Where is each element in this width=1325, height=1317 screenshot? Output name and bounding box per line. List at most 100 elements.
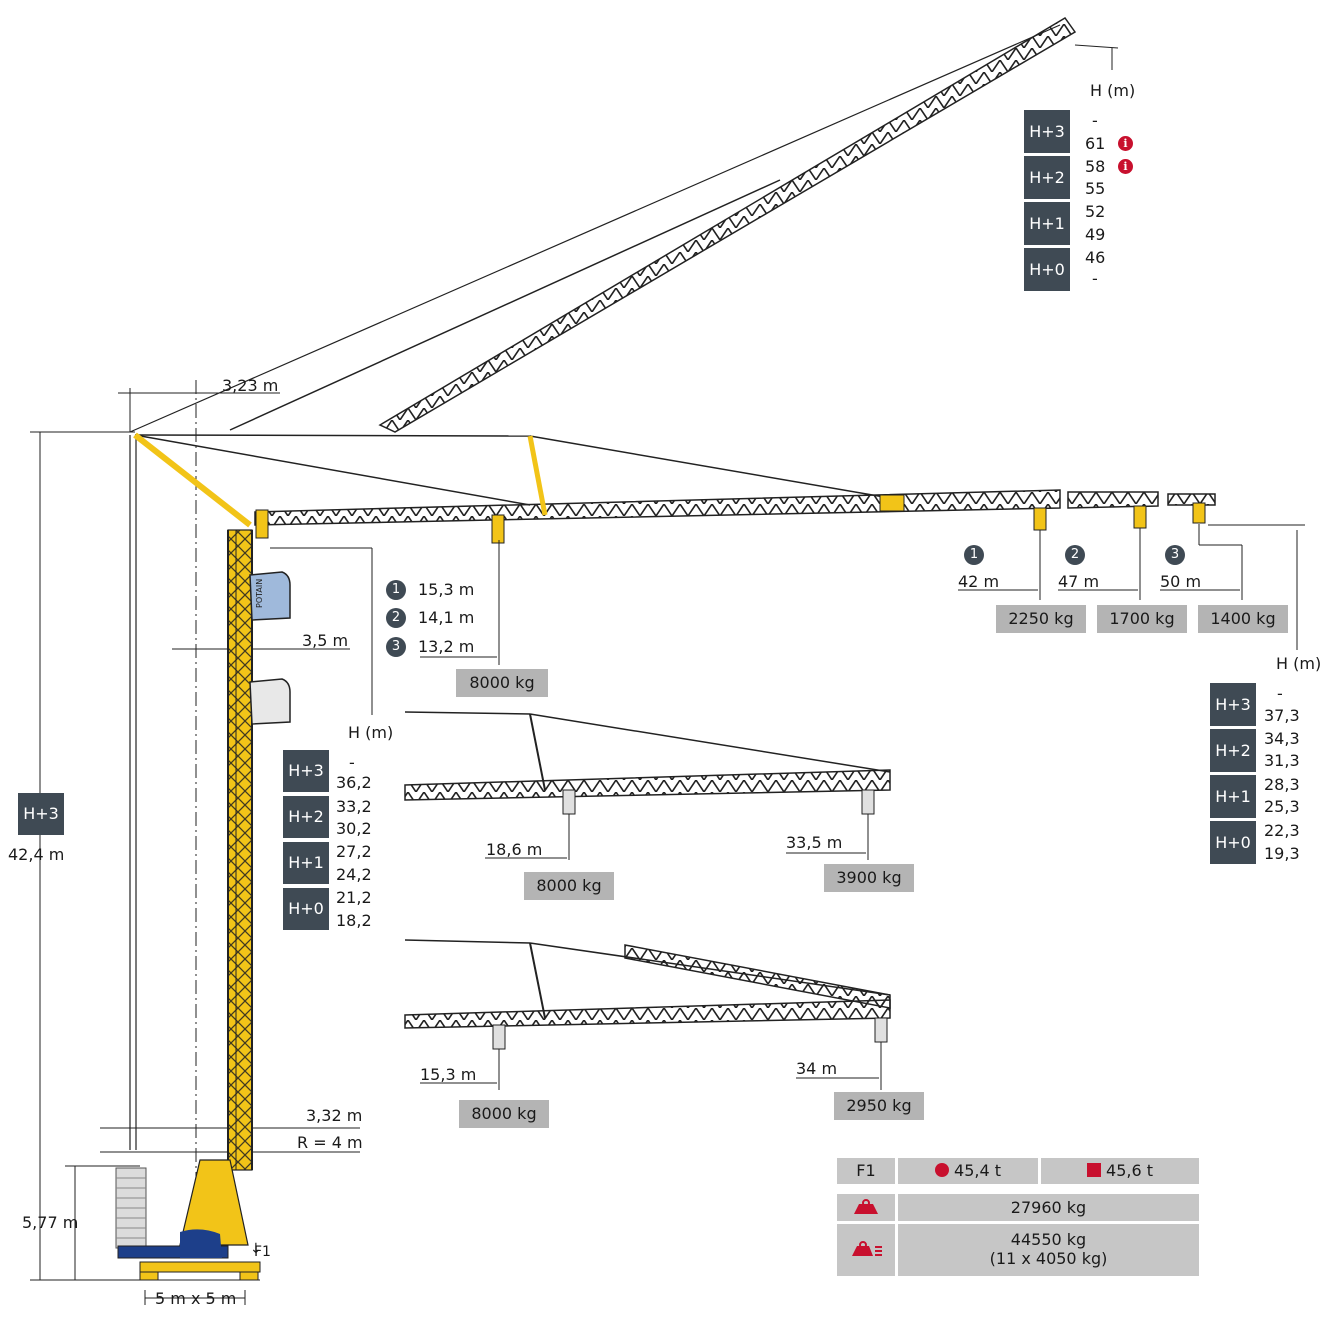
- ballast-cell: 44550 kg (11 x 4050 kg): [898, 1224, 1199, 1276]
- radius-inner-label: 3,32 m: [306, 1106, 363, 1125]
- short-jib: [404, 711, 891, 860]
- horizontal-group-label: H+2: [1210, 729, 1256, 772]
- cab-lower: [249, 678, 291, 725]
- horizontal-group-label: H+0: [1210, 821, 1256, 864]
- tower-heights-header: H (m): [348, 723, 394, 742]
- luffed-group-label: H+0: [1024, 248, 1070, 291]
- tower-group-label: H+2: [283, 796, 329, 838]
- luffed-height-value: -: [1092, 111, 1098, 130]
- luffed-group-label: H+1: [1024, 202, 1070, 245]
- tip-radius-value: 47 m: [1058, 572, 1100, 591]
- radius-leaders: [420, 524, 1305, 1084]
- tip-radius-value: 50 m: [1160, 572, 1202, 591]
- tower-mast: [227, 529, 253, 1171]
- main-jib: [133, 432, 1216, 544]
- f1-square-value: 45,6 t: [1106, 1161, 1154, 1180]
- radius-label: R = 4 m: [297, 1133, 363, 1152]
- crane-weight-icon-cell: [837, 1194, 895, 1221]
- cab-offset-label: 3,5 m: [302, 631, 349, 650]
- tower-group-label: H+3: [283, 750, 329, 792]
- luffed-group-label: H+2: [1024, 156, 1070, 199]
- cab-upper: POTAIN: [249, 571, 291, 621]
- tower-height-value: -: [349, 753, 355, 772]
- luffed-height-value: 49: [1085, 225, 1106, 244]
- tip-radius-value: 42 m: [958, 572, 1000, 591]
- total-height-label: 42,4 m: [8, 845, 65, 864]
- luffed-height-value: 52: [1085, 202, 1106, 221]
- base-height-label: 5,77 m: [22, 1213, 79, 1232]
- angled-tip-load: 2950 kg: [834, 1092, 924, 1120]
- angled-inner-radius: 15,3 m: [420, 1065, 477, 1084]
- horizontal-height-value: 34,3: [1264, 729, 1300, 748]
- horizontal-heights-header: H (m): [1276, 654, 1322, 673]
- config-number-badge: 2: [1065, 545, 1085, 565]
- tower-height-value: 18,2: [336, 911, 372, 930]
- tower-group-label: H+0: [283, 888, 329, 930]
- horizontal-height-value: 19,3: [1264, 844, 1300, 863]
- red-square-icon: [1086, 1163, 1101, 1177]
- f1-arrow-label: F1: [254, 1244, 271, 1260]
- horizontal-group-label: H+3: [1210, 683, 1256, 726]
- luffed-height-value: 58: [1085, 157, 1106, 176]
- tip-load-value: 1400 kg: [1198, 605, 1288, 633]
- short-inner-radius: 18,6 m: [486, 840, 543, 859]
- angled-jib: [404, 939, 891, 1090]
- f1-arrow-icon: ↓: [250, 1241, 262, 1257]
- inner-radius-value: 14,1 m: [418, 608, 475, 627]
- f1-circle-value: 45,4 t: [954, 1161, 1002, 1180]
- tip-load-value: 2250 kg: [996, 605, 1086, 633]
- ballast-detail: (11 x 4050 kg): [989, 1249, 1108, 1268]
- horizontal-height-value: 31,3: [1264, 751, 1300, 770]
- info-icon[interactable]: i: [1118, 136, 1133, 151]
- angled-tip-radius: 34 m: [796, 1059, 838, 1078]
- tip-load-value: 1700 kg: [1097, 605, 1187, 633]
- luffed-group-label: H+3: [1024, 110, 1070, 153]
- config-number-badge: 2: [386, 608, 406, 628]
- luffed-jib: [129, 17, 1119, 433]
- tower-group-label: H+1: [283, 842, 329, 884]
- offset-top-label: 3,23 m: [222, 376, 279, 395]
- config-number-badge: 1: [386, 580, 406, 600]
- crane-weight-value: 27960 kg: [898, 1194, 1199, 1221]
- inner-radius-value: 15,3 m: [418, 580, 475, 599]
- config-number-badge: 1: [964, 545, 984, 565]
- ballast-icon: [852, 1241, 882, 1256]
- ballast-icon-cell: [837, 1224, 895, 1276]
- horizontal-height-value: 25,3: [1264, 797, 1300, 816]
- luffed-height-value: 55: [1085, 179, 1106, 198]
- weight-icon: [854, 1199, 878, 1214]
- horizontal-height-value: 22,3: [1264, 821, 1300, 840]
- angled-inner-load: 8000 kg: [459, 1100, 549, 1128]
- f1-label: F1: [837, 1158, 895, 1184]
- short-tip-radius: 33,5 m: [786, 833, 843, 852]
- luffed-heights-header: H (m): [1090, 81, 1136, 100]
- inner-radius-value: 13,2 m: [418, 637, 475, 656]
- f1-square-cell: 45,6 t: [1041, 1158, 1199, 1184]
- tower-height-value: 27,2: [336, 842, 372, 861]
- tower-side-height-box: H+3: [18, 793, 64, 835]
- horizontal-height-value: 28,3: [1264, 775, 1300, 794]
- tower-height-value: 30,2: [336, 819, 372, 838]
- short-tip-load: 3900 kg: [824, 864, 914, 892]
- red-circle-icon: [934, 1163, 949, 1177]
- luffed-height-value: -: [1092, 269, 1098, 288]
- main-jib-inner-load: 8000 kg: [456, 669, 548, 697]
- horizontal-height-value: -: [1277, 684, 1283, 703]
- luffed-height-value: 46: [1085, 248, 1106, 267]
- horizontal-group-label: H+1: [1210, 775, 1256, 818]
- tower-height-value: 24,2: [336, 865, 372, 884]
- config-number-badge: 3: [1165, 545, 1185, 565]
- crane-base: [115, 435, 261, 1281]
- tower-height-value: 21,2: [336, 888, 372, 907]
- short-inner-load: 8000 kg: [524, 872, 614, 900]
- base-size-label: 5 m x 5 m: [155, 1289, 237, 1308]
- tower-height-value: 33,2: [336, 797, 372, 816]
- svg-text:POTAIN: POTAIN: [255, 579, 264, 608]
- horizontal-height-value: 37,3: [1264, 706, 1300, 725]
- luffed-height-value: 61: [1085, 134, 1106, 153]
- config-number-badge: 3: [386, 637, 406, 657]
- tower-height-value: 36,2: [336, 773, 372, 792]
- info-icon[interactable]: i: [1118, 159, 1133, 174]
